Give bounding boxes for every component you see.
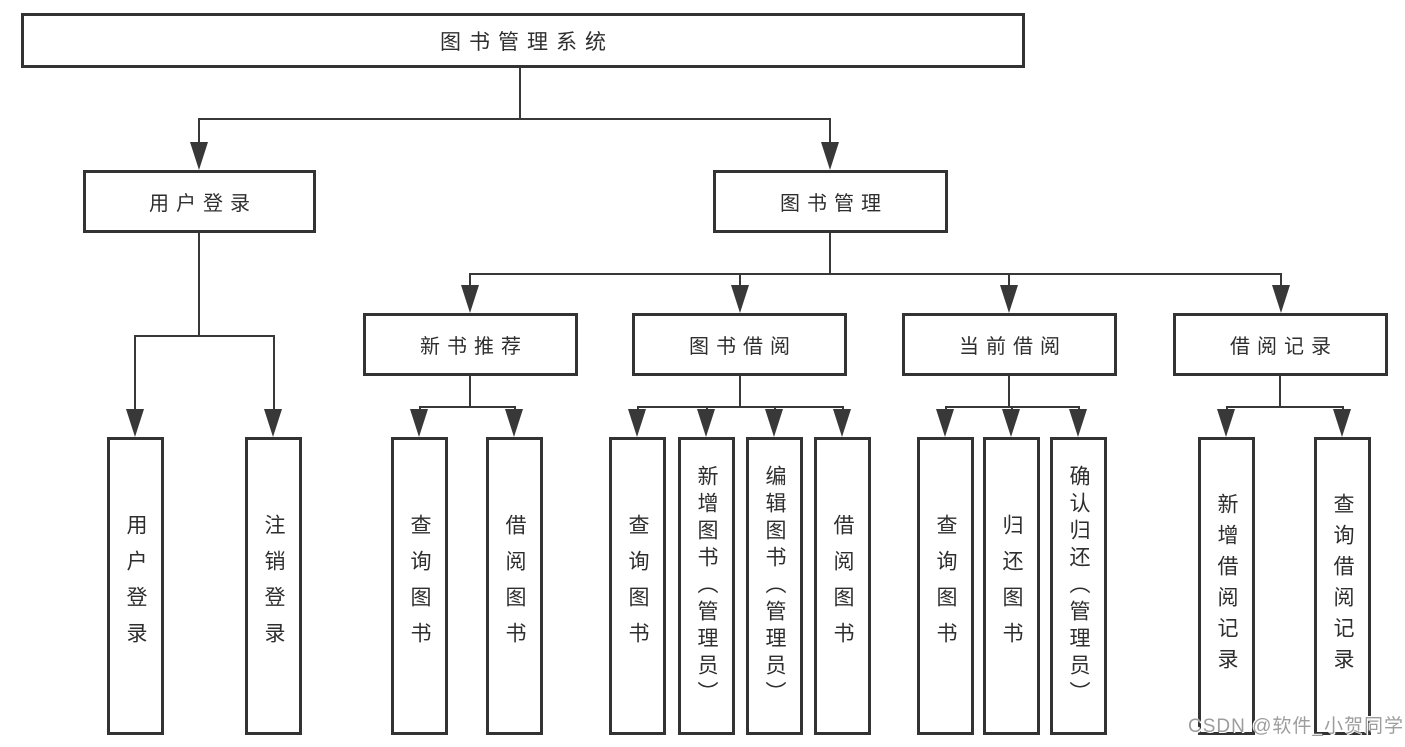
- connector-arrow: [1333, 409, 1351, 437]
- connector-line: [198, 118, 200, 144]
- leaf-label: 注销登录: [262, 514, 285, 658]
- leaf-label: 归还图书: [1000, 514, 1023, 658]
- connector-line: [198, 233, 200, 337]
- leaf-label: 查询图书: [934, 514, 957, 658]
- leaf-label: 借阅图书: [503, 514, 526, 658]
- connector-arrow: [126, 409, 144, 437]
- node-borrow-books: 借阅图书: [814, 437, 871, 735]
- node-edit-book-admin: 编辑图书（管理员）: [746, 437, 803, 735]
- connector-line: [739, 273, 741, 287]
- connector-arrow: [1069, 409, 1087, 437]
- node-query-borrow-record: 查询借阅记录: [1314, 437, 1371, 735]
- node-current-borrow: 当前借阅: [902, 313, 1117, 376]
- node-borrow-records: 借阅记录: [1173, 313, 1388, 376]
- connector-arrow: [628, 409, 646, 437]
- connector-line: [199, 118, 831, 120]
- node-add-book-admin: 新增图书（管理员）: [678, 437, 735, 735]
- leaf-label: 确认归还（管理员）: [1067, 464, 1090, 708]
- node-query-books-borrow: 查询图书: [609, 437, 666, 735]
- connector-line: [1279, 376, 1281, 408]
- connector-arrow: [731, 285, 749, 313]
- connector-arrow: [190, 142, 208, 170]
- connector-line: [1008, 273, 1010, 287]
- node-user-login: 用户登录: [83, 170, 316, 233]
- connector-line: [419, 406, 516, 408]
- connector-line: [1280, 273, 1282, 287]
- node-new-book-recommend: 新书推荐: [363, 313, 578, 376]
- connector-line: [469, 273, 1282, 275]
- node-logout: 注销登录: [245, 437, 302, 735]
- leaf-label: 新增图书（管理员）: [695, 464, 718, 708]
- node-library-management-system: 图书管理系统: [21, 13, 1025, 68]
- connector-line: [469, 273, 471, 287]
- connector-line: [739, 376, 741, 408]
- leaf-label: 查询借阅记录: [1331, 493, 1354, 679]
- node-query-books-current: 查询图书: [917, 437, 974, 735]
- connector-line: [273, 335, 275, 411]
- connector-arrow: [697, 409, 715, 437]
- connector-line: [134, 335, 275, 337]
- leaf-label: 新增借阅记录: [1215, 493, 1238, 679]
- connector-line: [469, 376, 471, 408]
- leaf-label: 借阅图书: [831, 514, 854, 658]
- connector-arrow: [1000, 285, 1018, 313]
- connector-arrow: [1217, 409, 1235, 437]
- connector-arrow: [833, 409, 851, 437]
- connector-arrow: [410, 409, 428, 437]
- leaf-label: 编辑图书（管理员）: [763, 464, 786, 708]
- connector-line: [134, 335, 136, 411]
- node-confirm-return-admin: 确认归还（管理员）: [1050, 437, 1107, 735]
- node-book-borrow: 图书借阅: [632, 313, 847, 376]
- connector-line: [1226, 406, 1343, 408]
- connector-arrow: [505, 409, 523, 437]
- node-add-borrow-record: 新增借阅记录: [1198, 437, 1255, 735]
- node-book-management: 图书管理: [713, 170, 948, 233]
- node-borrow-books-recommend: 借阅图书: [486, 437, 543, 735]
- leaf-label: 用户登录: [124, 514, 147, 658]
- connector-line: [829, 118, 831, 144]
- connector-arrow: [1002, 409, 1020, 437]
- connector-arrow: [821, 142, 839, 170]
- connector-arrow: [264, 409, 282, 437]
- connector-line: [637, 406, 843, 408]
- connector-arrow: [936, 409, 954, 437]
- node-user-login-leaf: 用户登录: [107, 437, 164, 735]
- connector-arrow: [1272, 285, 1290, 313]
- node-query-books-recommend: 查询图书: [391, 437, 448, 735]
- node-return-books: 归还图书: [983, 437, 1040, 735]
- connector-line: [1008, 376, 1010, 408]
- connector-arrow: [765, 409, 783, 437]
- leaf-label: 查询图书: [626, 514, 649, 658]
- connector-line: [829, 233, 831, 275]
- connector-arrow: [461, 285, 479, 313]
- leaf-label: 查询图书: [408, 514, 431, 658]
- csdn-watermark: CSDN @软件_小贺同学: [1188, 716, 1404, 737]
- connector-line: [519, 68, 521, 120]
